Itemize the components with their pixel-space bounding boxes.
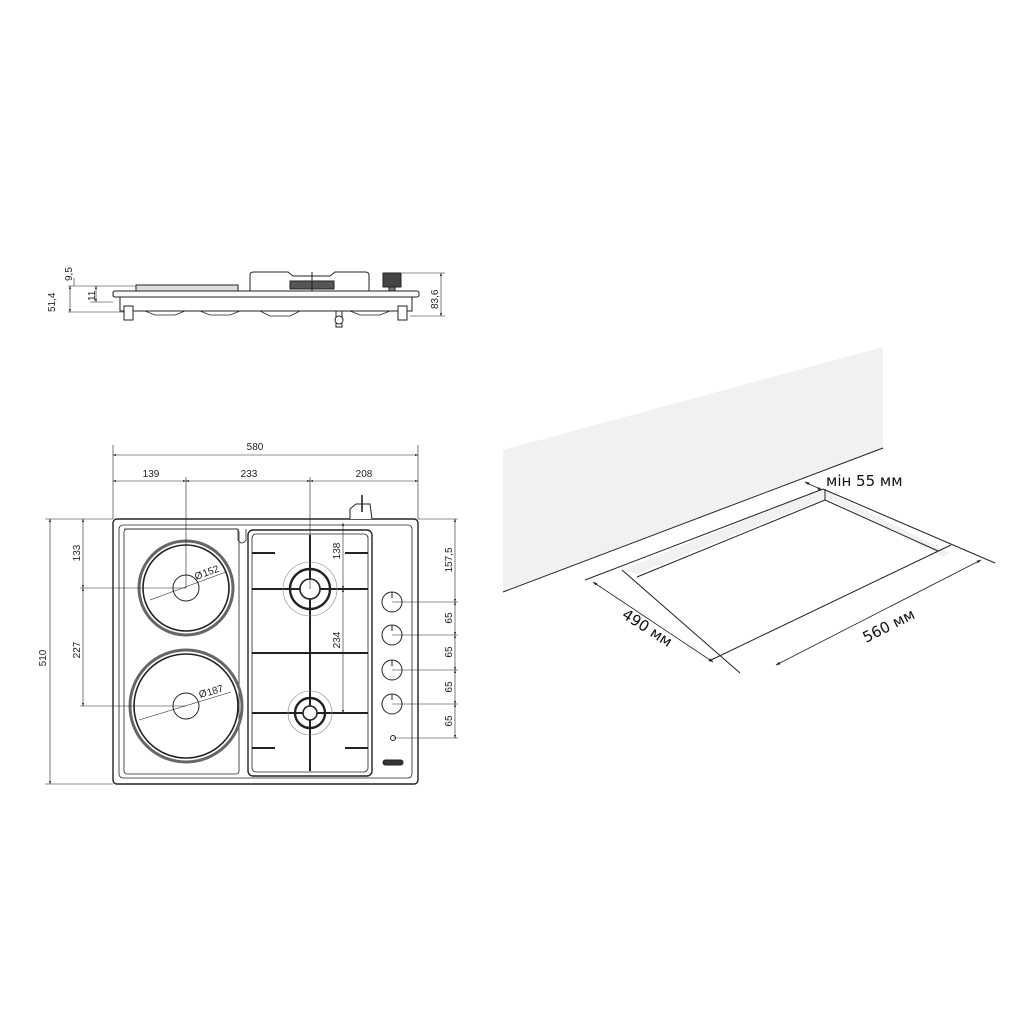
dim-knob-step-1: 65: [444, 612, 455, 624]
dim-plate-large-dia: 187: [206, 683, 226, 699]
side-view: [68, 271, 445, 328]
cutout-depth-label: 490 мм: [619, 605, 676, 651]
cutout-width-label: 560 мм: [860, 605, 918, 646]
dim-offset-mid: 233: [241, 469, 258, 480]
dim-knob-step-3: 65: [444, 681, 455, 693]
dim-plate-large-symbol: Ø: [198, 688, 209, 701]
dim-plate-small-symbol: Ø: [193, 570, 204, 583]
installation-view: [502, 347, 996, 674]
gas-burner-bottom: [287, 690, 333, 736]
dim-offset-mid-left: 227: [72, 641, 83, 658]
control-knobs: [381, 591, 404, 766]
dim-plate-small-dia: 152: [201, 564, 221, 580]
dim-offset-top-left: 133: [72, 544, 83, 561]
wall: [503, 347, 883, 592]
dim-gas-top: 138: [332, 542, 343, 559]
dim-depth-total: 510: [38, 649, 49, 666]
knob-side-icon: [382, 272, 402, 288]
dim-offset-right: 208: [356, 469, 373, 480]
dim-top-gap: 9,5: [64, 267, 75, 281]
dim-total-right: 83,6: [430, 289, 441, 309]
dim-total-left: 51,4: [47, 292, 58, 312]
dim-gas-mid: 234: [332, 631, 343, 648]
top-view: [45, 445, 458, 785]
dim-knob-step-4: 65: [444, 715, 455, 727]
brand-badge-icon: [382, 759, 404, 766]
dim-knob-step-2: 65: [444, 646, 455, 658]
dim-width-total: 580: [247, 442, 264, 453]
dim-knob-top: 157,5: [444, 547, 455, 572]
min-clearance-label: мін 55 мм: [826, 472, 903, 490]
hob-outline: [112, 518, 419, 785]
dim-glass: 11: [87, 290, 98, 301]
dim-offset-left: 139: [143, 469, 160, 480]
